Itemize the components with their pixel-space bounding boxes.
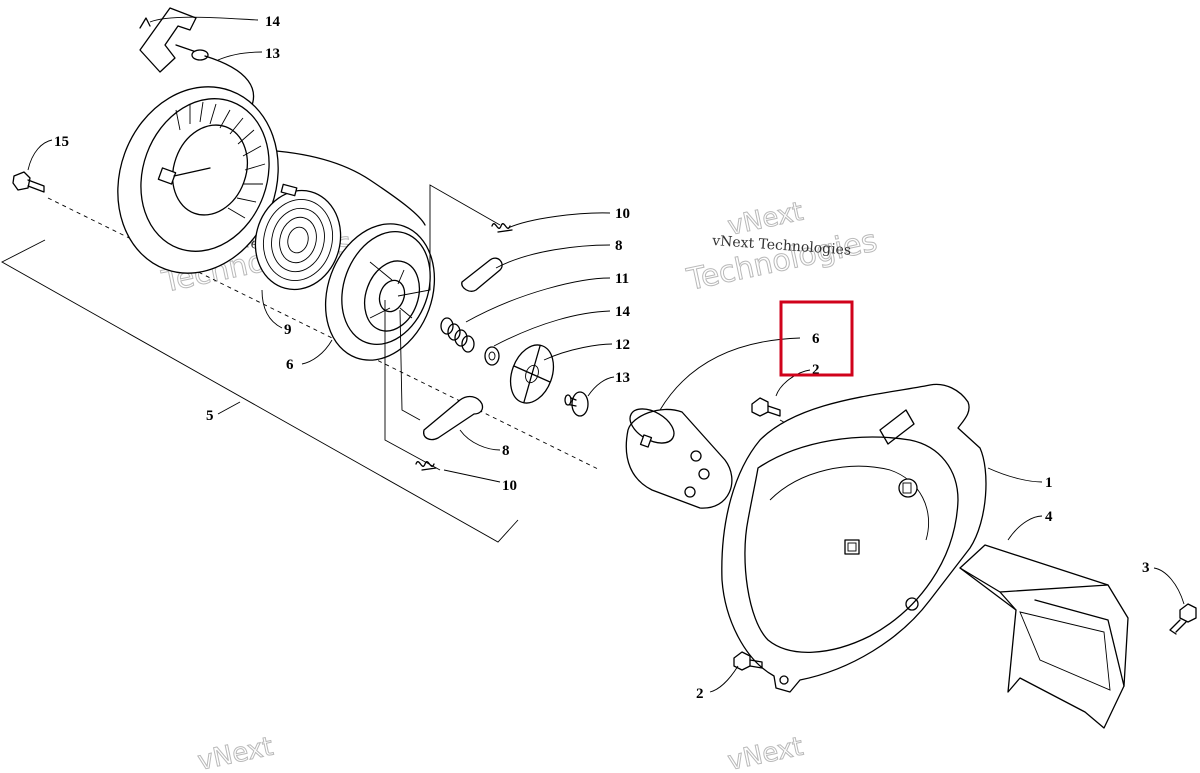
callout-14: 14 [615, 304, 631, 320]
leader-8b [399, 309, 421, 421]
callout-8a: 8 [615, 238, 623, 254]
leader-10b [384, 300, 441, 471]
assembly-axis-line [47, 197, 601, 471]
watermark-bottom-left: vNext [195, 731, 277, 773]
watermark-text: vNext [195, 732, 276, 773]
callout-15: 13 [265, 46, 280, 62]
callout-10a: 10 [615, 206, 630, 222]
callout-9: 9 [284, 322, 292, 338]
assembly-bracket [1, 239, 519, 543]
watermark-right: vNext Technologies vNext Technologies [683, 196, 881, 298]
bolt-2-bottom [733, 651, 763, 671]
callout-2-top: 2 [812, 362, 820, 378]
ratchet-pawl-8b [423, 395, 484, 441]
callout-7: 6 [286, 357, 294, 373]
bolt-3 [1169, 603, 1197, 635]
starter-handle [139, 7, 209, 73]
ratchet-pawl-8a [461, 257, 503, 292]
callout-17: 15 [54, 134, 69, 150]
callout-12: 12 [615, 337, 630, 353]
spring-10b [415, 461, 437, 471]
spring-10a [491, 223, 513, 233]
callout-13: 13 [615, 370, 630, 386]
callout-16: 14 [265, 14, 281, 30]
callout-11: 11 [615, 271, 629, 287]
leader-10a-frame [397, 184, 501, 297]
callout-4: 4 [1045, 509, 1053, 525]
fan-housing-cover [721, 383, 987, 693]
air-duct [959, 544, 1129, 729]
spring-11 [440, 317, 475, 353]
washer-14 [484, 346, 500, 366]
starter-cup [625, 408, 733, 509]
callout-3: 3 [1142, 560, 1150, 576]
ratchet-plate [509, 344, 555, 404]
callout-1: 1 [1045, 475, 1053, 491]
rope-pulley [324, 223, 436, 361]
callout-5: 6 [812, 331, 820, 347]
highlight-box-callout-5 [779, 300, 854, 377]
callout-labels: 14 13 15 10 8 11 14 12 13 9 6 5 8 10 6 2… [54, 14, 1150, 702]
bolt-17 [12, 171, 45, 193]
bolt-2-top [751, 397, 781, 417]
recoil-spring [254, 183, 342, 291]
watermark-bottom-right: vNext [725, 731, 807, 773]
callout-2-bottom: 2 [696, 686, 704, 702]
callout-10b: 10 [502, 478, 517, 494]
callout-6: 5 [206, 408, 214, 424]
screw-13 [564, 391, 589, 417]
callout-8b: 8 [502, 443, 510, 459]
watermark-text: vNext [725, 732, 806, 773]
leader-lines [27, 16, 1185, 693]
